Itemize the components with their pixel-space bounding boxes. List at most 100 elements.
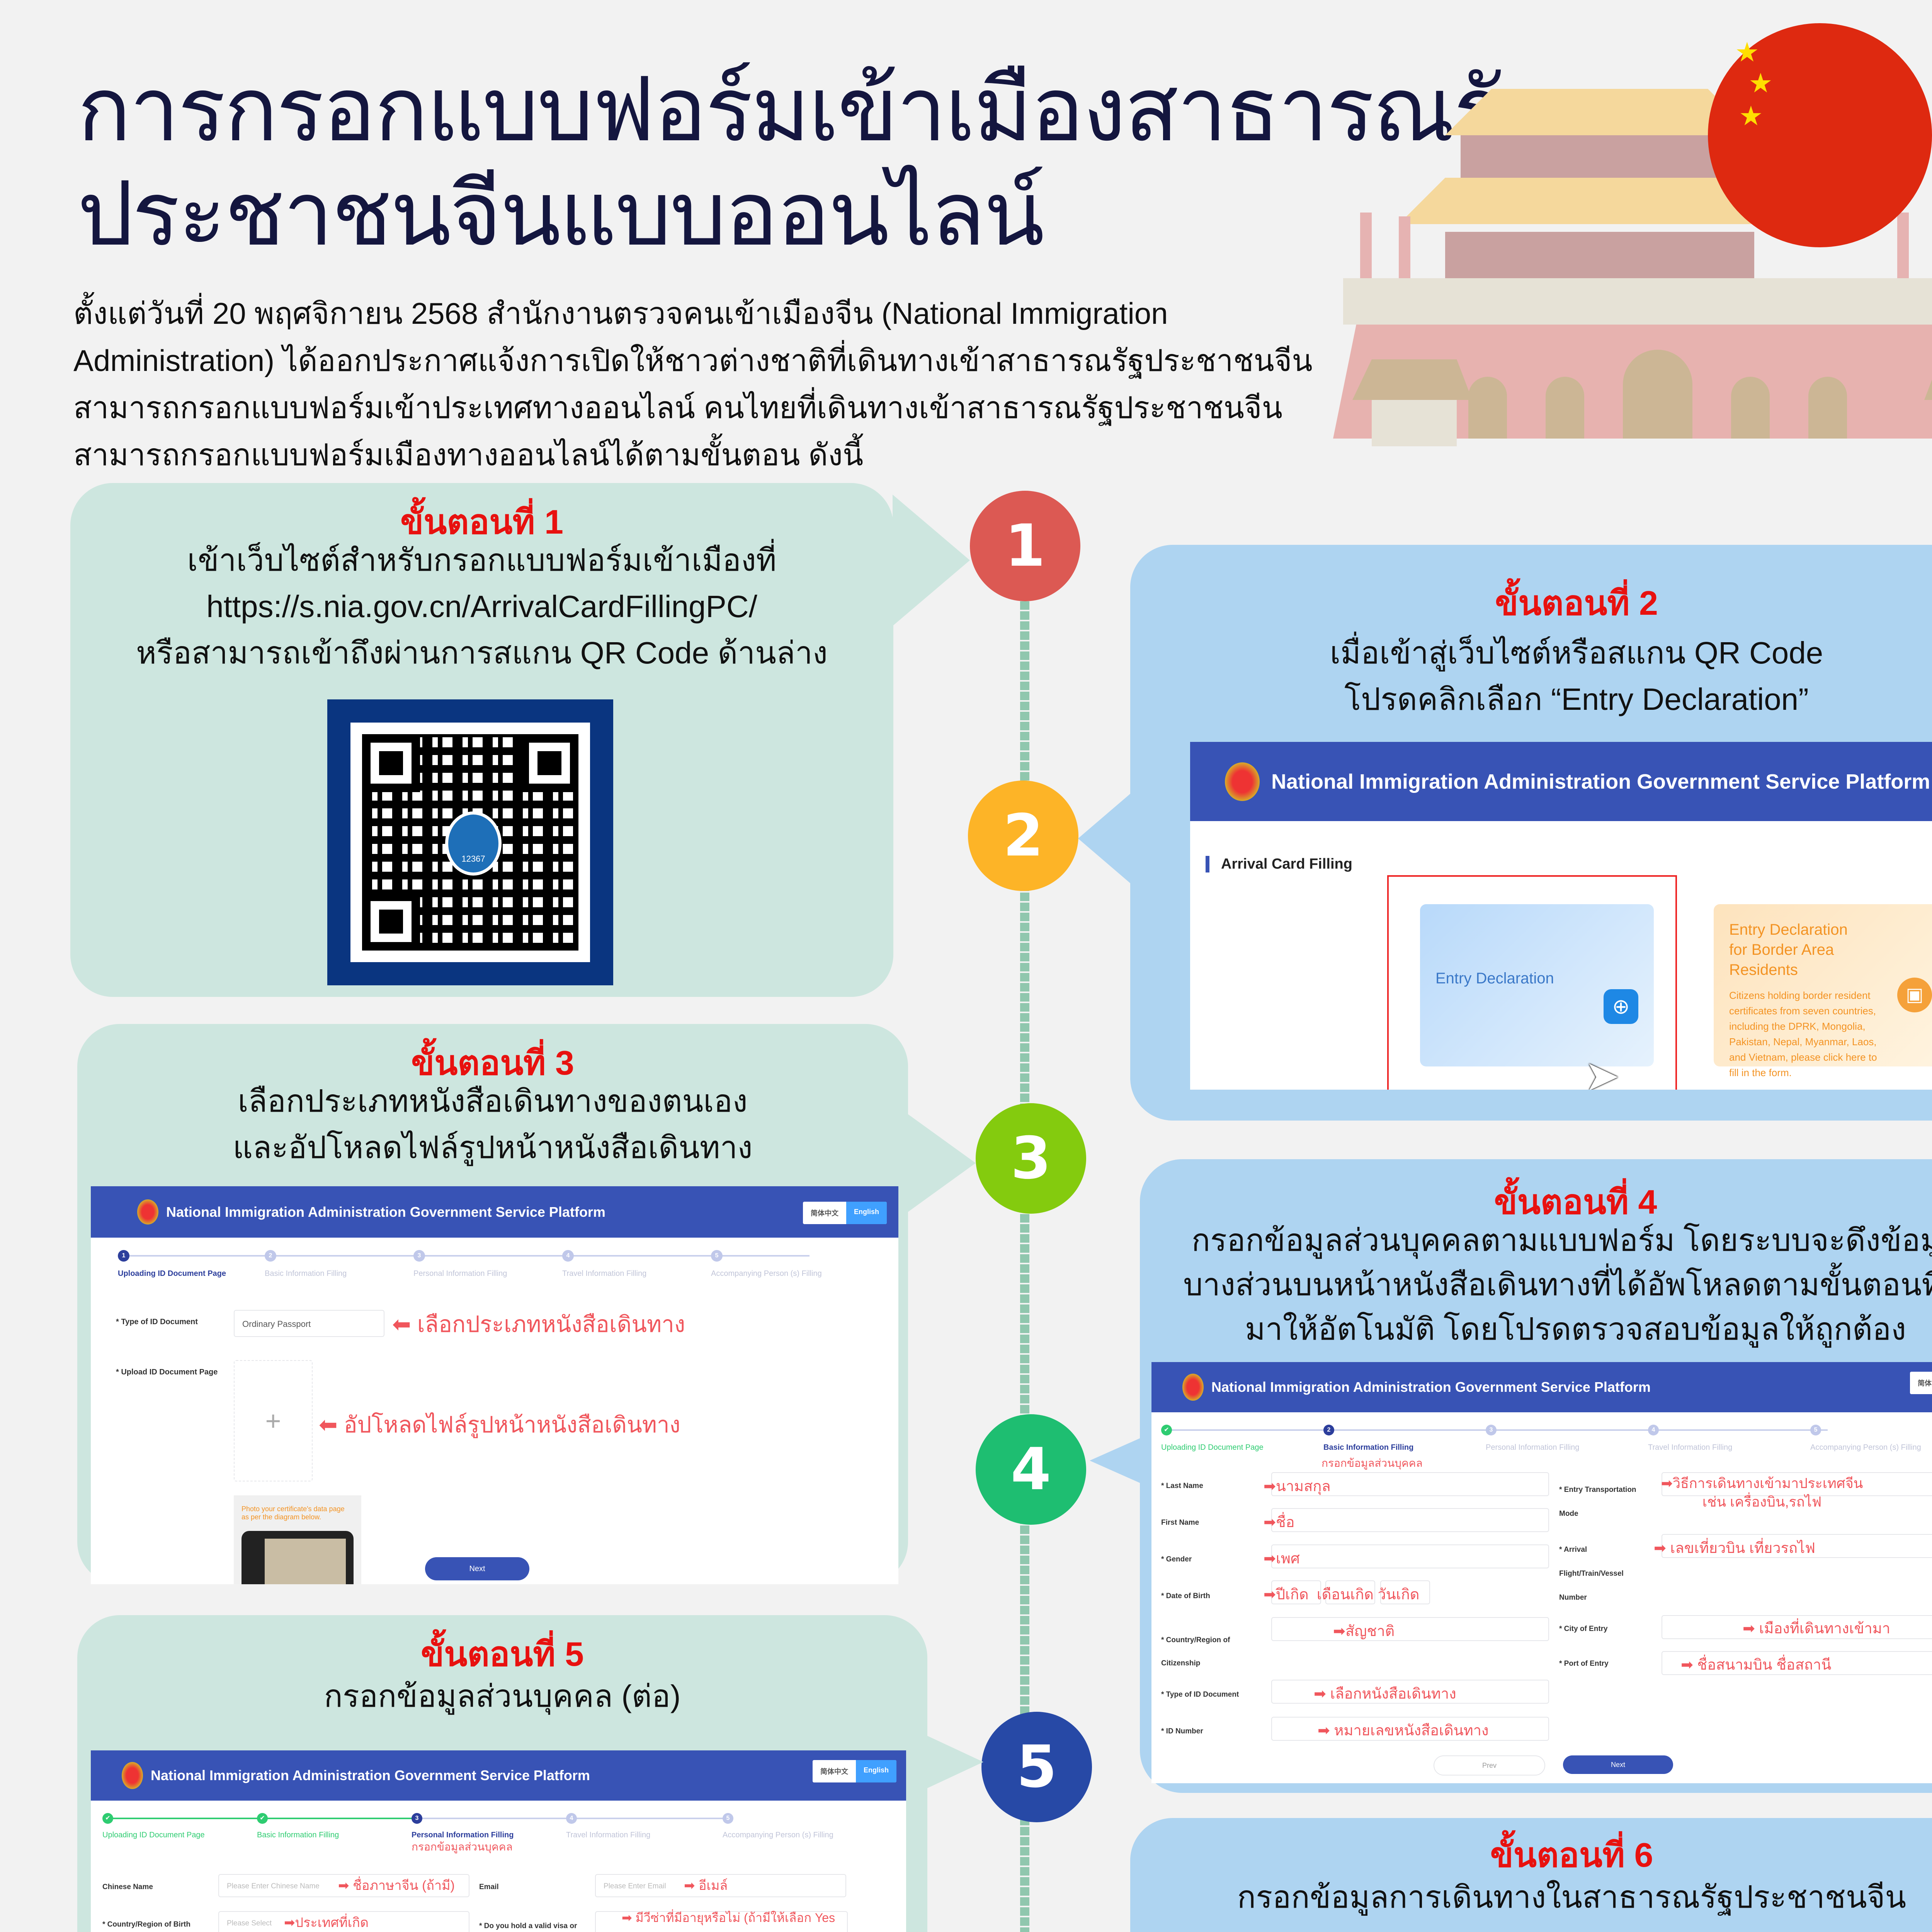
passport-globe-icon: ⊕ (1604, 989, 1638, 1024)
site-title: National Immigration Administration Gove… (1271, 770, 1930, 793)
step-4-pointer (1090, 1437, 1142, 1484)
title-line-2: ประชาชนจีนแบบออนไลน์ (77, 163, 1044, 266)
step-1-panel: ขั้นตอนที่ 1 เข้าเว็บไซต์สำหรับกรอกแบบฟอ… (70, 483, 893, 997)
date-of-birth-annotation: ➡ปีเกิด เดือนเกิด วันเกิด (1264, 1587, 1420, 1603)
id-number-input[interactable] (1271, 1717, 1549, 1741)
page-title: การกรอกแบบฟอร์มเข้าเมืองสาธารณรัฐ ประชาช… (77, 58, 1549, 267)
prev-button[interactable]: Prev (1434, 1755, 1545, 1776)
stepper-label-1: Uploading ID Document Page (1161, 1443, 1264, 1452)
email-annotation: ➡ อีเมล์ (684, 1878, 728, 1893)
stepper-label-4: Travel Information Filling (562, 1269, 647, 1278)
site-title: National Immigration Administration Gove… (166, 1204, 605, 1220)
stepper-label-4: Travel Information Filling (566, 1831, 651, 1839)
stepper-label-2: Basic Information Filling (257, 1831, 339, 1839)
stepper-label-1: Uploading ID Document Page (102, 1831, 205, 1839)
step-3-text-2: และอัปโหลดไฟล์รูปหน้าหนังสือเดินทาง (233, 1130, 753, 1165)
stepper-label-2: Basic Information Filling (1323, 1443, 1414, 1452)
valid-visa-select[interactable] (595, 1911, 848, 1932)
gender-label: * Gender (1161, 1555, 1192, 1563)
next-button[interactable]: Next (425, 1557, 529, 1580)
id-number-annotation: ➡ หมายเลขหนังสือเดินทาง (1318, 1723, 1489, 1739)
stepper-label-5: Accompanying Person (s) Filling (711, 1269, 822, 1278)
upload-id-dropzone[interactable]: + (234, 1360, 313, 1481)
step-3-text-1: เลือกประเภทหนังสือเดินทางของตนเอง (238, 1084, 748, 1118)
next-button[interactable]: Next (1563, 1755, 1673, 1774)
birth-year-select[interactable] (1271, 1580, 1321, 1604)
type-of-id-select[interactable]: Ordinary Passport (234, 1310, 384, 1337)
stepper-label-4: Travel Information Filling (1648, 1443, 1733, 1452)
port-of-entry-select[interactable] (1662, 1651, 1932, 1675)
intro-paragraph: ตั้งแต่วันที่ 20 พฤศจิกายน 2568 สำนักงาน… (73, 296, 1313, 472)
lang-chinese-button[interactable]: 简体中文 (812, 1760, 856, 1782)
type-of-id-annotation: ⬅ เลือกประเภทหนังสือเดินทาง (392, 1312, 685, 1337)
step-1-text-1: เข้าเว็บไซต์สำหรับกรอกแบบฟอร์มเข้าเมืองท… (187, 543, 777, 577)
chinese-name-input[interactable]: Please Enter Chinese Name (218, 1874, 469, 1897)
lang-english-button[interactable]: English (855, 1760, 896, 1782)
email-label: Email (479, 1883, 499, 1891)
stepper-annotation: กรอกข้อมูลส่วนบุคคล (1321, 1457, 1423, 1469)
qr-code[interactable]: 12367 (327, 699, 613, 985)
language-switch: 简体中文 English (803, 1202, 887, 1224)
entry-declaration-card[interactable]: Entry Declaration ⊕ (1420, 904, 1654, 1066)
national-emblem-icon (122, 1762, 143, 1789)
stepper-label-5: Accompanying Person (s) Filling (1810, 1443, 1921, 1452)
id-type-select[interactable] (1271, 1680, 1549, 1704)
step-2-text-1: เมื่อเข้าสู่เว็บไซต์หรือสแกน QR Code (1330, 636, 1823, 670)
site-title: National Immigration Administration Gove… (151, 1767, 590, 1783)
upload-id-label: * Upload ID Document Page (116, 1368, 218, 1376)
first-name-label: First Name (1161, 1519, 1199, 1527)
gender-select[interactable] (1271, 1544, 1549, 1568)
lang-chinese-button[interactable]: 简体中文 (803, 1202, 846, 1224)
entry-transport-select[interactable] (1662, 1472, 1932, 1496)
id-card-icon: ▣ (1897, 978, 1932, 1012)
step-4-text-1: กรอกข้อมูลส่วนบุคคลตามแบบฟอร์ม โดยระบบจะ… (1191, 1223, 1932, 1257)
stepper-label-5: Accompanying Person (s) Filling (723, 1831, 833, 1839)
lang-chinese-button[interactable]: 简体中文 (1910, 1372, 1932, 1394)
id-type-label: * Type of ID Document (1161, 1690, 1239, 1699)
entry-declaration-highlight (1387, 875, 1677, 1090)
arrival-number-annotation: ➡ เลขเที่ยวบิน เที่ยวรถไฟ (1654, 1540, 1816, 1556)
site-header: National Immigration Administration Gove… (91, 1750, 906, 1801)
star-icon: ★ (1739, 101, 1763, 131)
step-1-url[interactable]: https://s.nia.gov.cn/ArrivalCardFillingP… (206, 589, 757, 624)
step-2-heading: ขั้นตอนที่ 2 (1495, 584, 1658, 622)
stepper-annotation: กรอกข้อมูลส่วนบุคคล (412, 1841, 513, 1853)
valid-visa-label: * Do you hold a valid visa or other entr… (479, 1922, 577, 1930)
step-node-3: 3 (976, 1103, 1086, 1214)
step-5-panel: ขั้นตอนที่ 5 กรอกข้อมูลส่วนบุคคล (ต่อ) N… (77, 1615, 927, 1932)
china-flag-circle: ★ ★ ★ (1708, 23, 1932, 247)
arrival-number-input[interactable] (1662, 1534, 1932, 1558)
mouse-cursor-icon: ➤ (1584, 1052, 1620, 1090)
site-header: National Immigration Administration Gove… (1190, 742, 1932, 821)
step-1-text-3: หรือสามารถเข้าถึงผ่านการสแกน QR Code ด้า… (136, 636, 828, 670)
first-name-input[interactable] (1271, 1508, 1549, 1532)
progress-stepper: 1 2 3 4 5 Uploading ID Document Page Bas… (91, 1248, 898, 1287)
step-6-text-1: กรอกข้อมูลการเดินทางในสาธารณรัฐประชาชนจี… (1237, 1880, 1906, 1914)
stepper-label-3: Personal Information Filling (1486, 1443, 1580, 1452)
step-node-5: 5 (981, 1712, 1092, 1822)
email-input[interactable]: Please Enter Email (595, 1874, 846, 1897)
lang-english-button[interactable]: English (846, 1202, 887, 1224)
birth-month-select[interactable] (1325, 1580, 1375, 1604)
type-of-id-label: * Type of ID Document (116, 1318, 198, 1326)
language-switch: 简体中文 English (1910, 1372, 1932, 1394)
last-name-input[interactable] (1271, 1472, 1549, 1496)
citizenship-label: * Country/Region of Citizenship (1161, 1636, 1230, 1667)
city-of-entry-select[interactable] (1662, 1615, 1932, 1639)
chinese-name-annotation: ➡ ชื่อภาษาจีน (ถ้ามี) (338, 1878, 455, 1893)
step-node-4: 4 (976, 1414, 1086, 1525)
country-of-birth-label: * Country/Region of Birth (102, 1920, 190, 1929)
national-emblem-icon (1182, 1374, 1204, 1401)
border-residents-card[interactable]: Entry Declaration for Border Area Reside… (1714, 904, 1932, 1078)
port-of-entry-annotation: ➡ ชื่อสนามบิน ชื่อสถานี (1681, 1657, 1832, 1673)
step-1-heading: ขั้นตอนที่ 1 (400, 503, 563, 541)
country-of-birth-select[interactable]: Please Select (218, 1911, 469, 1932)
citizenship-annotation: ➡สัญชาติ (1333, 1623, 1395, 1639)
birth-day-select[interactable] (1380, 1580, 1430, 1604)
step-2-pointer (1078, 792, 1132, 885)
step-5-text-1: กรอกข้อมูลส่วนบุคคล (ต่อ) (324, 1679, 681, 1713)
arrival-number-label: * Arrival Flight/Train/Vessel Number (1559, 1546, 1624, 1602)
citizenship-select[interactable] (1271, 1617, 1549, 1641)
step-6-heading: ขั้นตอนที่ 6 (1490, 1836, 1653, 1874)
language-switch: 简体中文 English (812, 1760, 896, 1782)
